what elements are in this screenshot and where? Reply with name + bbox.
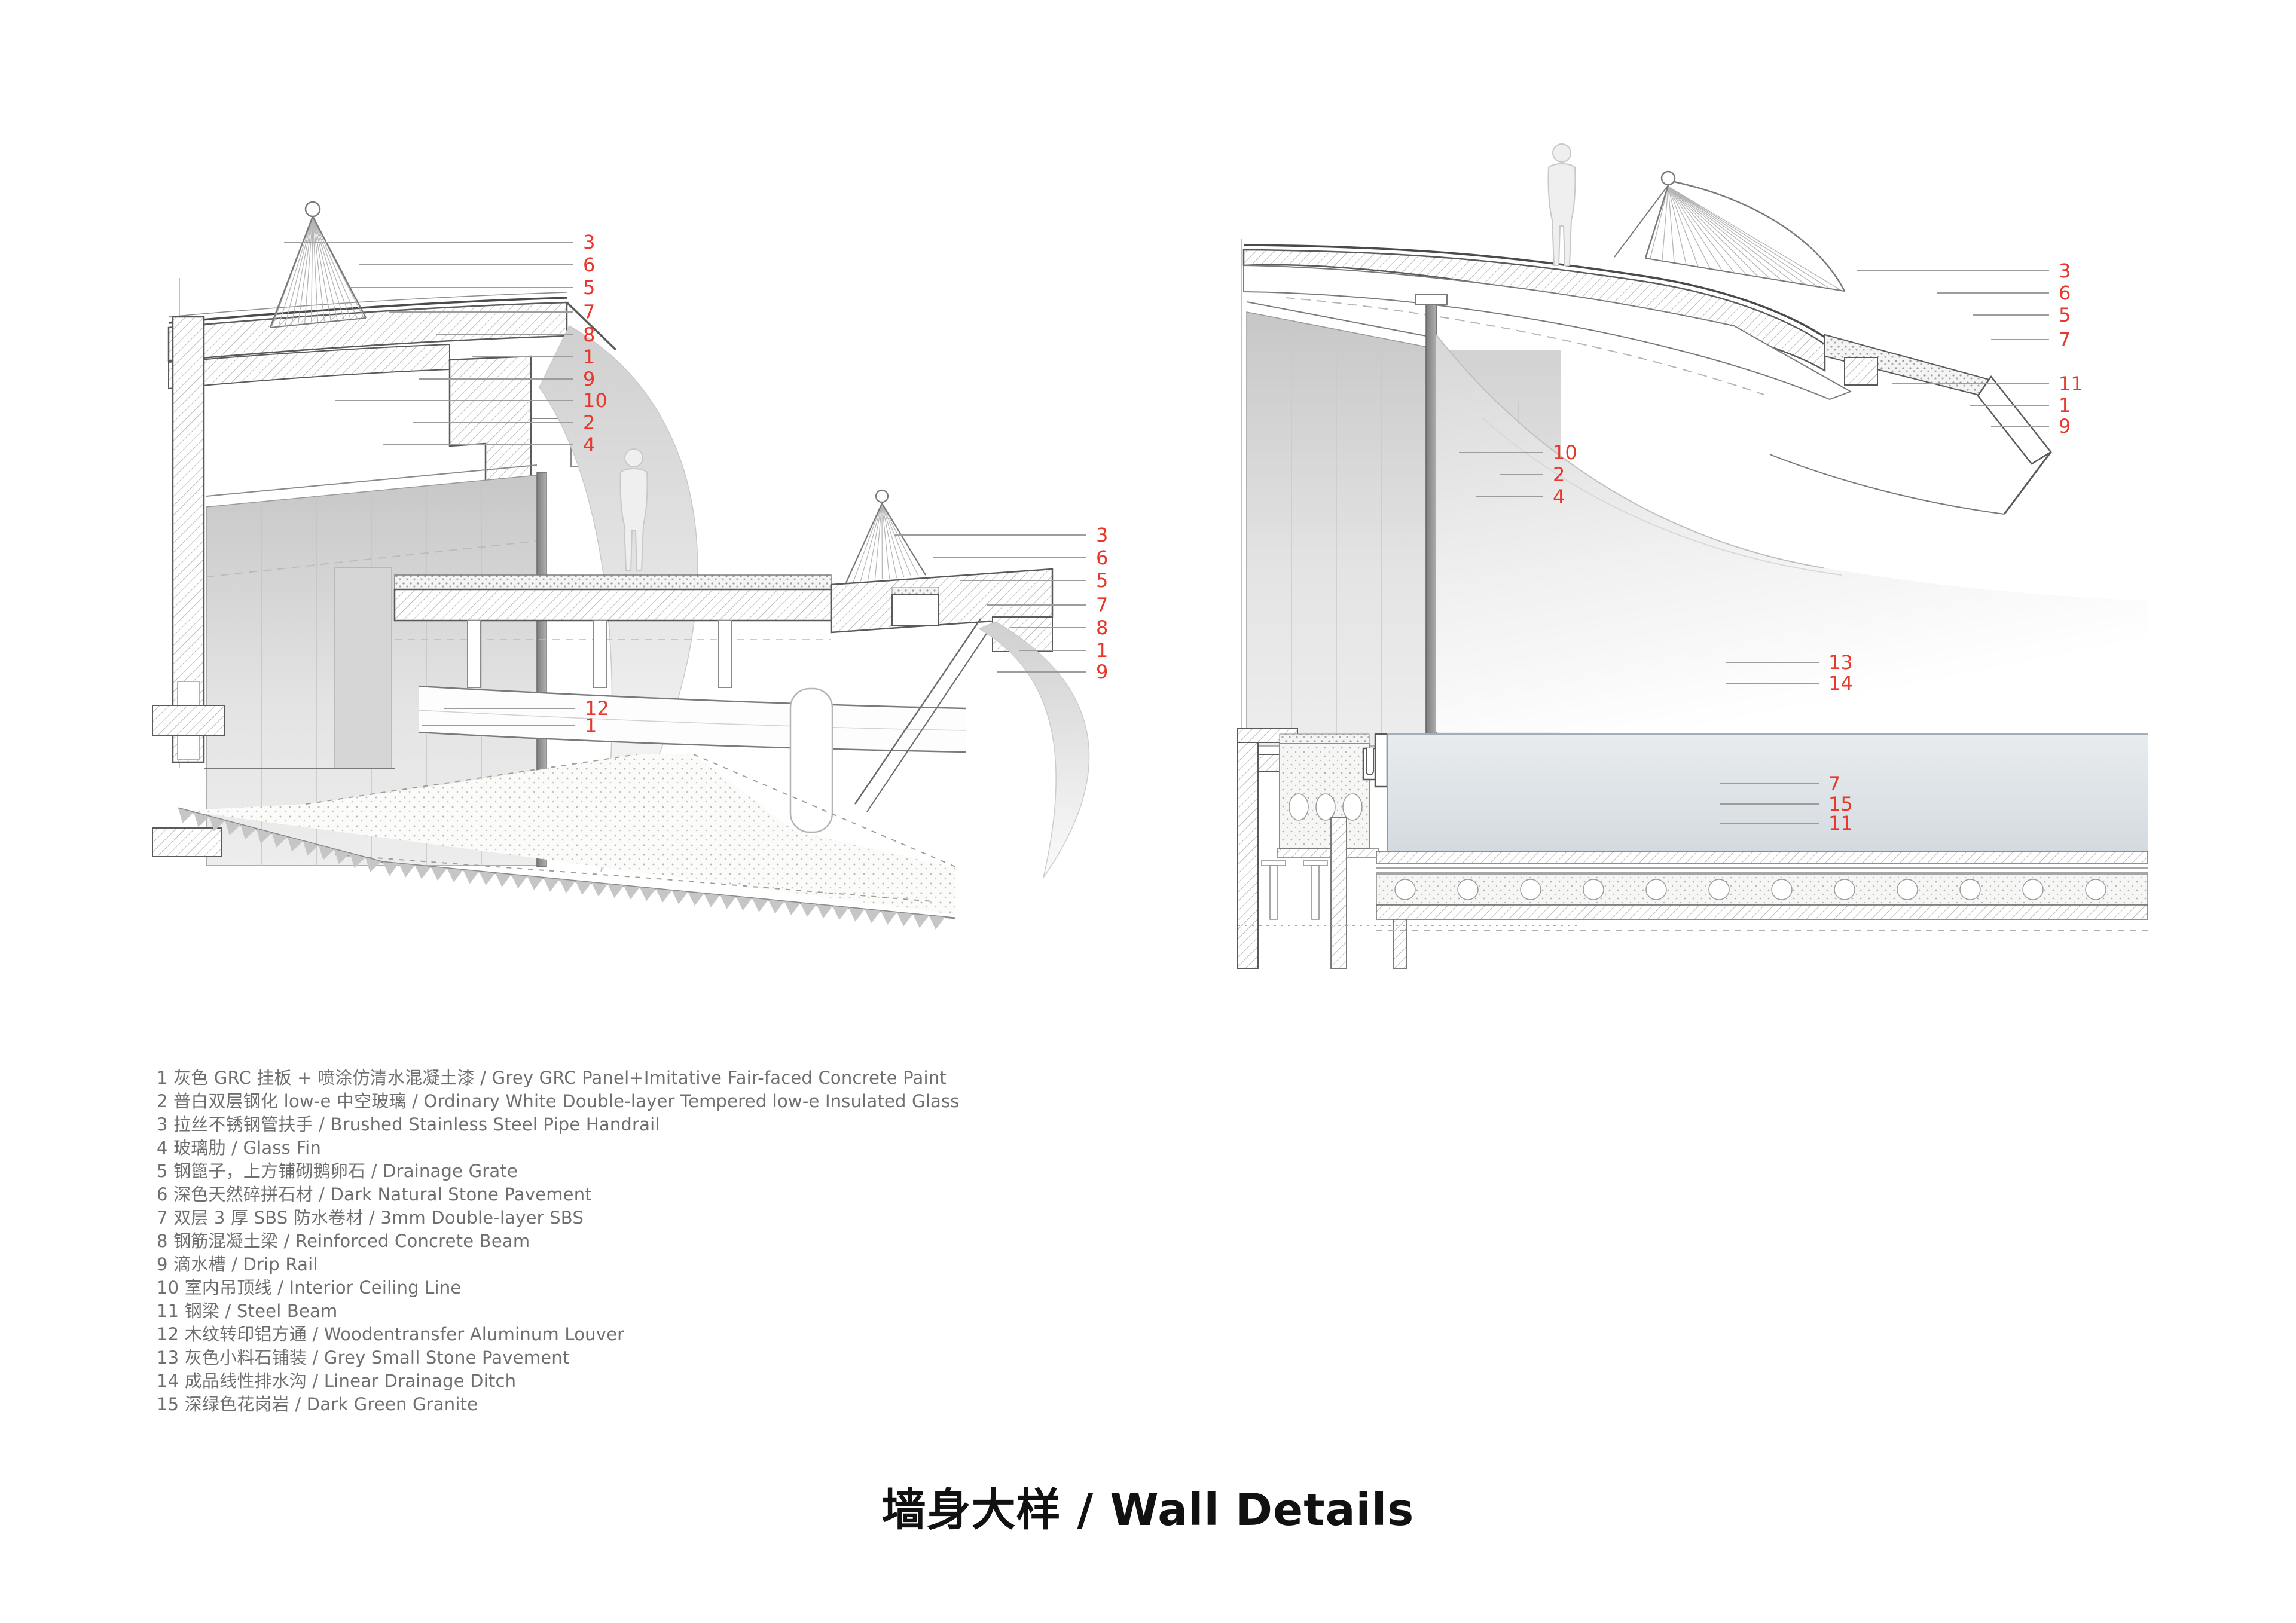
callout-number: 3 <box>583 231 595 253</box>
callout-number: 5 <box>583 276 595 299</box>
legend-item-3: 3 拉丝不锈钢管扶手 / Brushed Stainless Steel Pip… <box>157 1114 660 1135</box>
terrace-parapet <box>830 568 1090 878</box>
round-column <box>789 687 833 833</box>
legend-item-6: 6 深色天然碎拼石材 / Dark Natural Stone Pavement <box>157 1184 592 1205</box>
callout-number: 5 <box>2059 304 2071 326</box>
callout-number: 6 <box>583 253 595 276</box>
pool-deck-structure <box>1376 851 2148 931</box>
human-figure <box>1547 143 1576 266</box>
callout-number: 13 <box>1828 651 1853 674</box>
steel-posts <box>1261 860 1328 920</box>
human-figure <box>619 448 648 571</box>
callout-number: 12 <box>585 697 609 720</box>
callout-number: 11 <box>1828 812 1853 835</box>
callout-number: 4 <box>583 433 595 456</box>
legend-item-5: 5 钢篦子，上方铺砌鹅卵石 / Drainage Grate <box>157 1161 518 1181</box>
legend-item-11: 11 钢梁 / Steel Beam <box>157 1301 338 1321</box>
left-roof-assembly <box>167 292 617 467</box>
callout-number: 6 <box>1096 546 1108 569</box>
sail-spire <box>1614 170 1846 292</box>
callout-number: 7 <box>2059 328 2071 351</box>
callout-number: 7 <box>1828 772 1840 795</box>
legend-item-4: 4 玻璃肋 / Glass Fin <box>157 1138 322 1158</box>
mullion-bracket <box>1415 294 1448 305</box>
callout-number: 4 <box>1553 485 1565 508</box>
callout-number: 10 <box>583 389 607 412</box>
callout-number: 11 <box>2059 372 2083 395</box>
callout-group-left-soffit: 121 <box>422 697 609 737</box>
terrace-spire <box>845 489 926 583</box>
callout-number: 1 <box>585 714 597 737</box>
legend-item-15: 15 深绿色花岗岩 / Dark Green Granite <box>157 1394 478 1414</box>
legend-item-12: 12 木纹转印铝方通 / Woodentransfer Aluminum Lou… <box>157 1324 625 1344</box>
callout-number: 9 <box>583 368 595 390</box>
legend-item-14: 14 成品线性排水沟 / Linear Drainage Ditch <box>157 1371 517 1391</box>
callout-number: 7 <box>1096 594 1108 616</box>
callout-number: 1 <box>1096 639 1108 662</box>
callout-number: 14 <box>1828 672 1853 695</box>
pool-water <box>1387 733 2148 851</box>
callout-number: 1 <box>583 346 595 368</box>
legend-item-1: 1 灰色 GRC 挂板 + 喷涂仿清水混凝土漆 / Grey GRC Panel… <box>157 1068 947 1088</box>
left-section-drawing <box>152 201 1090 930</box>
callout-number: 2 <box>583 411 595 434</box>
callout-number: 5 <box>1096 569 1108 592</box>
callout-number: 9 <box>1096 661 1108 683</box>
callout-number: 8 <box>1096 616 1108 639</box>
legend-item-8: 8 钢筋混凝土梁 / Reinforced Concrete Beam <box>157 1231 530 1251</box>
callout-number: 6 <box>2059 282 2071 304</box>
callout-number: 10 <box>1553 441 1577 464</box>
callout-number: 15 <box>1828 793 1853 815</box>
callout-number: 8 <box>583 323 595 346</box>
left-cut-wall <box>152 316 395 857</box>
legend: 1 灰色 GRC 挂板 + 喷涂仿清水混凝土漆 / Grey GRC Panel… <box>157 1066 960 1416</box>
legend-item-2: 2 普白双层钢化 low-e 中空玻璃 / Ordinary White Dou… <box>157 1091 960 1111</box>
callout-number: 9 <box>2059 415 2071 438</box>
callout-number: 3 <box>2059 259 2071 282</box>
legend-item-10: 10 室内吊顶线 / Interior Ceiling Line <box>157 1277 462 1298</box>
terrace-slab <box>393 574 832 688</box>
legend-item-13: 13 灰色小料石铺装 / Grey Small Stone Pavement <box>157 1347 570 1368</box>
legend-item-9: 9 滴水槽 / Drip Rail <box>157 1254 318 1274</box>
callout-number: 7 <box>583 301 595 323</box>
page-title: 墙身大样 / Wall Details <box>881 1484 1415 1536</box>
callout-number: 2 <box>1553 463 1565 486</box>
left-spire <box>269 201 367 328</box>
legend-item-7: 7 双层 3 厚 SBS 防水卷材 / 3mm Double-layer SBS <box>157 1208 584 1228</box>
right-section-drawing <box>1237 143 2148 969</box>
callout-number: 3 <box>1096 524 1108 546</box>
ground-earth <box>178 754 956 930</box>
callout-number: 1 <box>2059 394 2071 417</box>
